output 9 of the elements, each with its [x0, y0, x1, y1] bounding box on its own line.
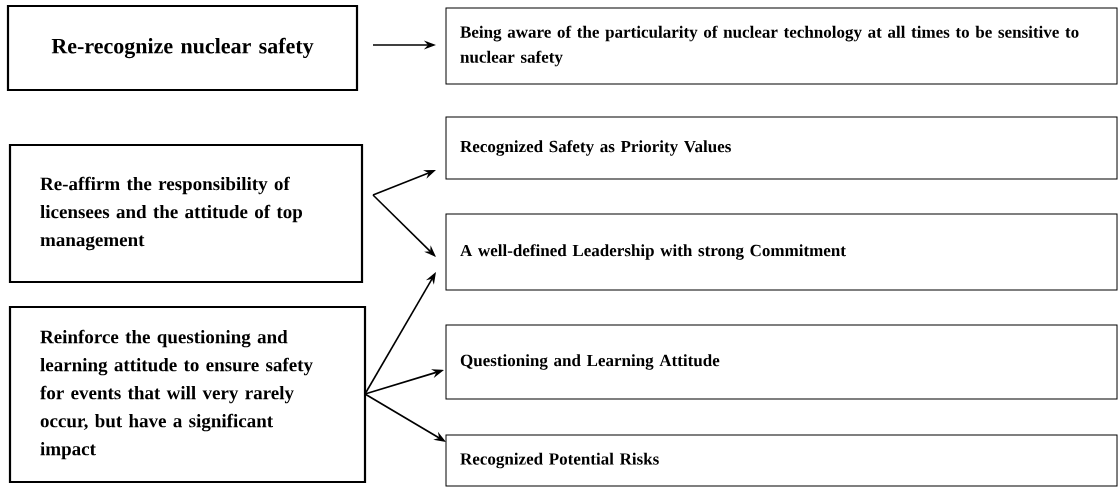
principle-box: Re-recognize nuclear safety — [6, 4, 359, 92]
principle-box: Re-affirm the responsibility of licensees and the attitude of top management — [8, 143, 364, 284]
statement-box: Questioning and Learning Attitude — [445, 324, 1118, 400]
statement-box: Being aware of the particularity of nuclear technology at all times to be sensitive to nuclear safety — [445, 7, 1118, 85]
statement-box: Recognized Safety as Priority Values — [445, 116, 1118, 180]
principle-box: Reinforce the questioning and learning attitude to ensure safety for events that will very rarely occur, but have a significant impact — [8, 305, 367, 484]
statement-box: A well-defined Leadership with strong Commitment — [445, 213, 1118, 291]
statement-box: Recognized Potential Risks — [445, 434, 1118, 487]
arrow — [372, 194, 436, 257]
